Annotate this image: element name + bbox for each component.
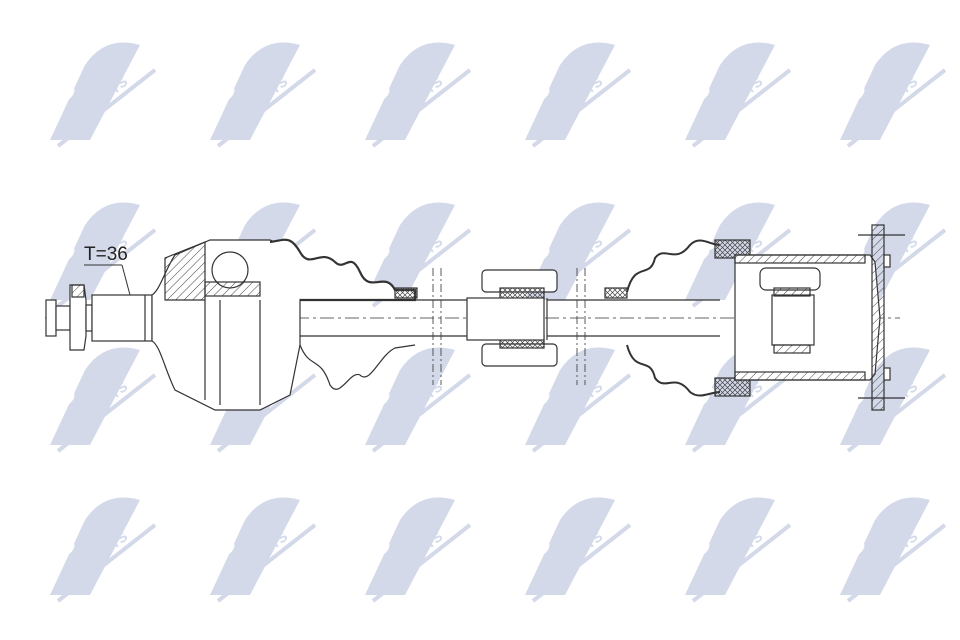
- ajs-parts-watermark: AJS PARTS: [503, 485, 635, 605]
- ajs-parts-watermark: AJS PARTS: [818, 30, 950, 150]
- ajs-parts-watermark: AJS PARTS: [663, 485, 795, 605]
- t36-annotation: T=36: [84, 244, 128, 265]
- ajs-parts-watermark: AJS PARTS: [28, 335, 160, 455]
- ajs-parts-watermark: AJS PARTS: [28, 190, 160, 310]
- ajs-parts-watermark: AJS PARTS: [663, 30, 795, 150]
- ajs-parts-watermark: AJS PARTS: [343, 485, 475, 605]
- ajs-parts-watermark: AJS PARTS: [28, 485, 160, 605]
- ajs-parts-watermark: AJS PARTS: [503, 30, 635, 150]
- ajs-parts-watermark: AJS PARTS: [818, 485, 950, 605]
- ajs-parts-watermark: AJS PARTS: [503, 335, 635, 455]
- ajs-parts-watermark: AJS PARTS: [343, 335, 475, 455]
- ajs-parts-watermark: AJS PARTS: [818, 335, 950, 455]
- ajs-parts-watermark: AJS PARTS: [188, 30, 320, 150]
- ajs-parts-watermark: AJS PARTS: [28, 30, 160, 150]
- ajs-parts-watermark: AJS PARTS: [343, 30, 475, 150]
- ajs-parts-watermark: AJS PARTS: [188, 485, 320, 605]
